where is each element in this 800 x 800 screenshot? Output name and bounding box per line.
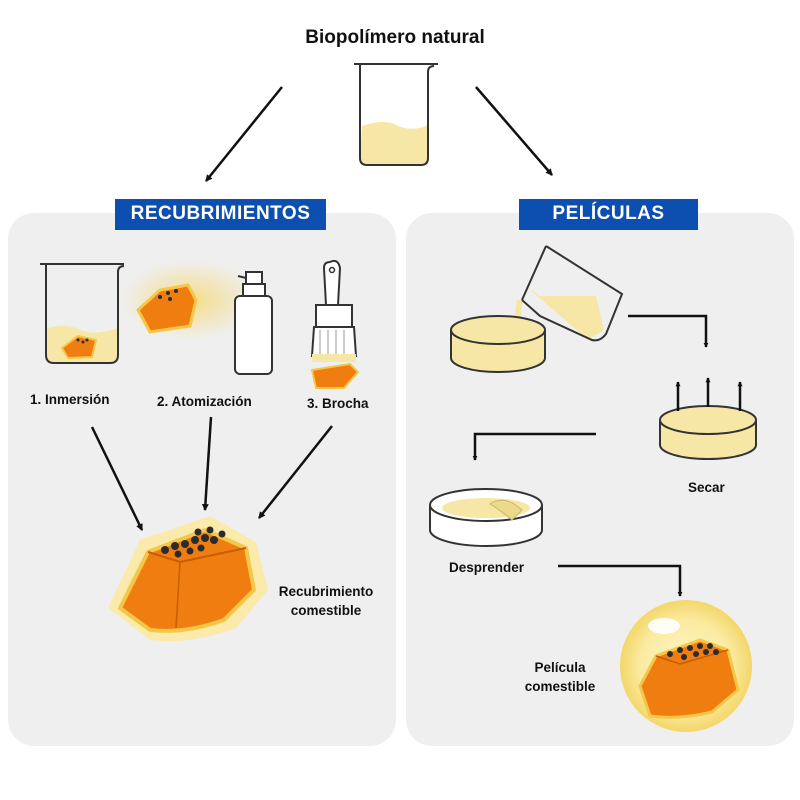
beaker-icon (354, 63, 438, 166)
pelicula-result-label: Película comestible (524, 660, 596, 694)
arrow-to-peliculas (475, 86, 553, 176)
diagram-title: Biopolímero natural (305, 27, 485, 48)
recubrimientos-header-box (115, 199, 326, 230)
immersion-beaker-icon (40, 263, 125, 364)
film-papaya-icon (620, 600, 752, 732)
atomization-icon (120, 260, 273, 375)
paint-brush-icon (310, 259, 360, 389)
papaya-icon (310, 362, 360, 389)
method-atomizacion-label: 2. Atomización (157, 394, 252, 409)
arrow-to-recubrimientos (205, 86, 283, 182)
arrow-brocha (258, 425, 333, 519)
coated-papaya-icon (108, 516, 268, 642)
spray-bottle-icon (234, 271, 273, 375)
arrow-to-pelicula (558, 564, 683, 597)
peliculas-header: PELÍCULAS (552, 203, 665, 224)
arrow-inmersion (90, 426, 144, 531)
recubrimiento-result-label: Recubrimiento comestible (278, 584, 374, 618)
step-secar-label: Secar (688, 480, 725, 495)
arrow-to-secar (628, 314, 709, 348)
method-brocha-label: 3. Brocha (307, 396, 369, 411)
method-inmersion-label: 1. Inmersión (30, 392, 110, 407)
petri-dish-icon (450, 315, 546, 373)
drying-dish-icon (659, 377, 757, 460)
step-desprender-label: Desprender (449, 560, 525, 575)
recubrimientos-header: RECUBRIMIENTOS (130, 203, 311, 224)
peeling-dish-icon (429, 488, 543, 547)
arrow-atomizacion (201, 416, 213, 512)
papaya-icon (60, 334, 98, 360)
papaya-icon (136, 283, 198, 334)
peliculas-header-box (519, 199, 698, 230)
arrow-to-desprender (472, 432, 596, 461)
